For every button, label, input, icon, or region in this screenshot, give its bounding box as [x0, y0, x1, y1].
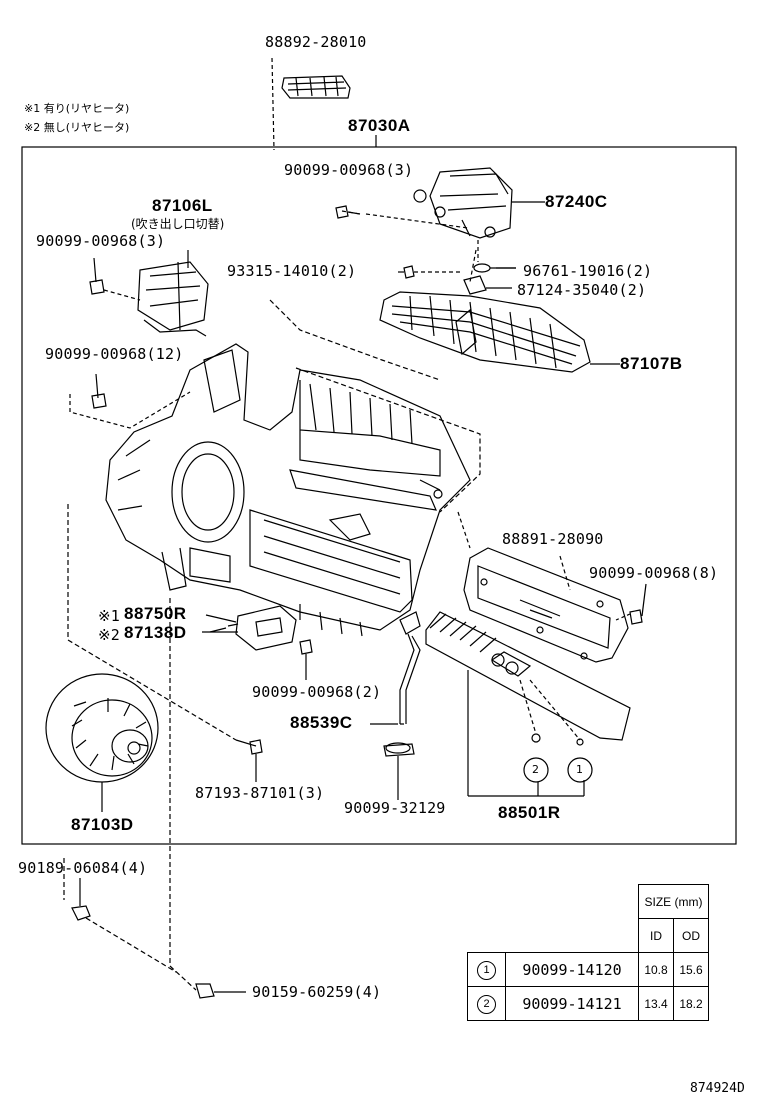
size-table: SIZE (mm) ID OD 1 90099-14120 10.8 15.6 … — [467, 884, 709, 1021]
part-87030A-case — [105, 299, 481, 637]
leader-lines — [187, 250, 516, 633]
row-part: 90099-14120 — [505, 952, 639, 987]
label-87138D: 87138D — [124, 623, 187, 642]
part-90189-06084 — [71, 878, 91, 921]
row-id: 10.8 — [638, 952, 674, 987]
label-87124-35040: 87124-35040(2) — [517, 281, 647, 299]
part-87240C — [335, 167, 545, 239]
label-88750R-mark: ※1 — [98, 607, 120, 625]
part-87124-35040 — [463, 240, 512, 295]
part-90099-00968-12 — [69, 373, 191, 429]
table-row: 2 90099-14121 13.4 18.2 — [467, 986, 709, 1021]
label-93315-14010: 93315-14010(2) — [227, 262, 357, 280]
label-87193-87101: 87193-87101(3) — [195, 784, 325, 802]
size-col-od: OD — [673, 918, 709, 953]
row-mark: 2 — [477, 994, 496, 1014]
label-87240C: 87240C — [545, 192, 608, 211]
part-88539C — [370, 611, 421, 800]
label-88892-28010: 88892-28010 — [265, 33, 367, 51]
row-od: 15.6 — [673, 952, 709, 987]
part-88501R — [425, 611, 631, 797]
circle-marker-1-label: 1 — [576, 763, 583, 776]
assembly-frame — [21, 146, 737, 845]
row-od: 18.2 — [673, 986, 709, 1021]
label-88750R: 88750R — [124, 604, 187, 623]
label-87138D-mark: ※2 — [98, 626, 120, 644]
part-88750R — [205, 605, 313, 680]
table-row: 1 90099-14120 10.8 15.6 — [467, 952, 709, 987]
part-90159-60259 — [195, 983, 246, 999]
label-90189-06084: 90189-06084(4) — [18, 859, 148, 877]
part-88891-28090 — [457, 511, 647, 663]
part-93315-14010 — [403, 265, 460, 279]
label-87030A: 87030A — [348, 116, 411, 135]
label-90099-00968-3-top: 90099-00968(3) — [284, 161, 414, 179]
label-90099-00968-2: 90099-00968(2) — [252, 683, 382, 701]
label-90099-00968-3-left: 90099-00968(3) — [36, 232, 166, 250]
part-87107B — [379, 291, 620, 373]
guide-lines — [63, 504, 237, 991]
part-87106L — [89, 257, 209, 337]
circle-markers — [523, 757, 593, 783]
label-90099-32129: 90099-32129 — [344, 799, 446, 817]
part-87193-87101 — [235, 739, 263, 782]
label-87106L: 87106L — [152, 196, 213, 215]
label-88501R: 88501R — [498, 803, 561, 822]
label-87107B: 87107B — [620, 354, 683, 373]
row-id: 13.4 — [638, 986, 674, 1021]
row-mark: 1 — [477, 960, 496, 980]
label-96761-19016: 96761-19016(2) — [523, 262, 653, 280]
note-1: ※1 有り(リヤヒータ) — [24, 102, 130, 115]
size-col-id: ID — [638, 918, 674, 953]
note-2: ※2 無し(リヤヒータ) — [24, 121, 130, 134]
label-88891-28090: 88891-28090 — [502, 530, 604, 548]
part-87103D — [45, 673, 159, 812]
circle-marker-2-label: 2 — [532, 763, 539, 776]
label-90099-00968-12: 90099-00968(12) — [45, 345, 184, 363]
label-87106L-sub: (吹き出し口切替) — [131, 217, 225, 231]
figure-number: 874924D — [690, 1081, 745, 1096]
part-88892-28010 — [271, 57, 351, 151]
label-87103D: 87103D — [71, 815, 134, 834]
size-table-header: SIZE (mm) — [638, 884, 709, 919]
label-90099-00968-8: 90099-00968(8) — [589, 564, 719, 582]
label-88539C: 88539C — [290, 713, 353, 732]
row-part: 90099-14121 — [505, 986, 639, 1021]
label-90159-60259: 90159-60259(4) — [252, 983, 382, 1001]
